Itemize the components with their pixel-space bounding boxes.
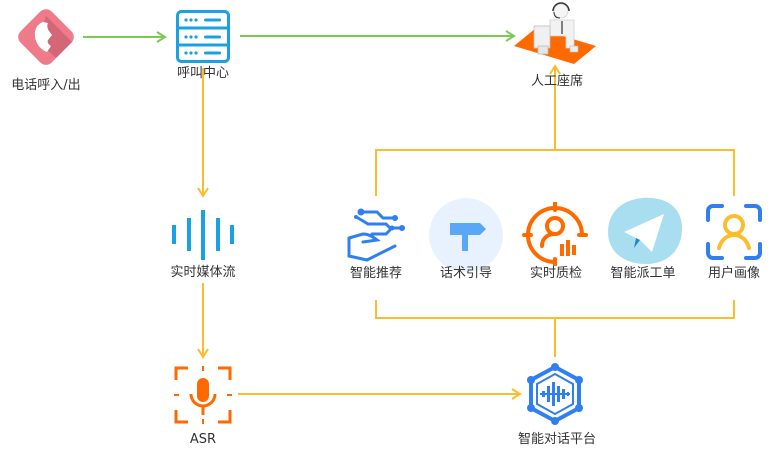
node-label: 智能对话平台 bbox=[517, 432, 597, 447]
feature-label: 智能推荐 bbox=[349, 266, 403, 281]
feature-label: 话术引导 bbox=[439, 266, 493, 281]
signpost-icon bbox=[429, 198, 503, 272]
hand-network-icon bbox=[347, 208, 405, 262]
target-user-icon bbox=[522, 202, 588, 266]
feature-label: 实时质检 bbox=[529, 266, 583, 281]
agent-desk-icon bbox=[514, 2, 596, 64]
node-label: ASR bbox=[189, 432, 217, 447]
features-bottom-bracket bbox=[375, 300, 735, 319]
server-icon bbox=[176, 10, 230, 63]
paper-plane-icon bbox=[608, 197, 682, 264]
node-label: 人工座席 bbox=[530, 74, 584, 89]
node-label: 呼叫中心 bbox=[176, 66, 230, 81]
feature-label: 智能派工单 bbox=[610, 266, 676, 281]
hexagon-network-icon bbox=[527, 363, 583, 425]
user-scan-icon bbox=[706, 204, 762, 260]
phone-icon bbox=[18, 9, 74, 65]
node-label: 实时媒体流 bbox=[170, 265, 236, 280]
features-top-bracket bbox=[375, 149, 735, 196]
sound-wave-icon bbox=[172, 210, 234, 260]
microphone-scan-icon bbox=[174, 366, 232, 424]
feature-label: 用户画像 bbox=[707, 266, 761, 281]
node-label: 电话呼入/出 bbox=[11, 78, 81, 93]
